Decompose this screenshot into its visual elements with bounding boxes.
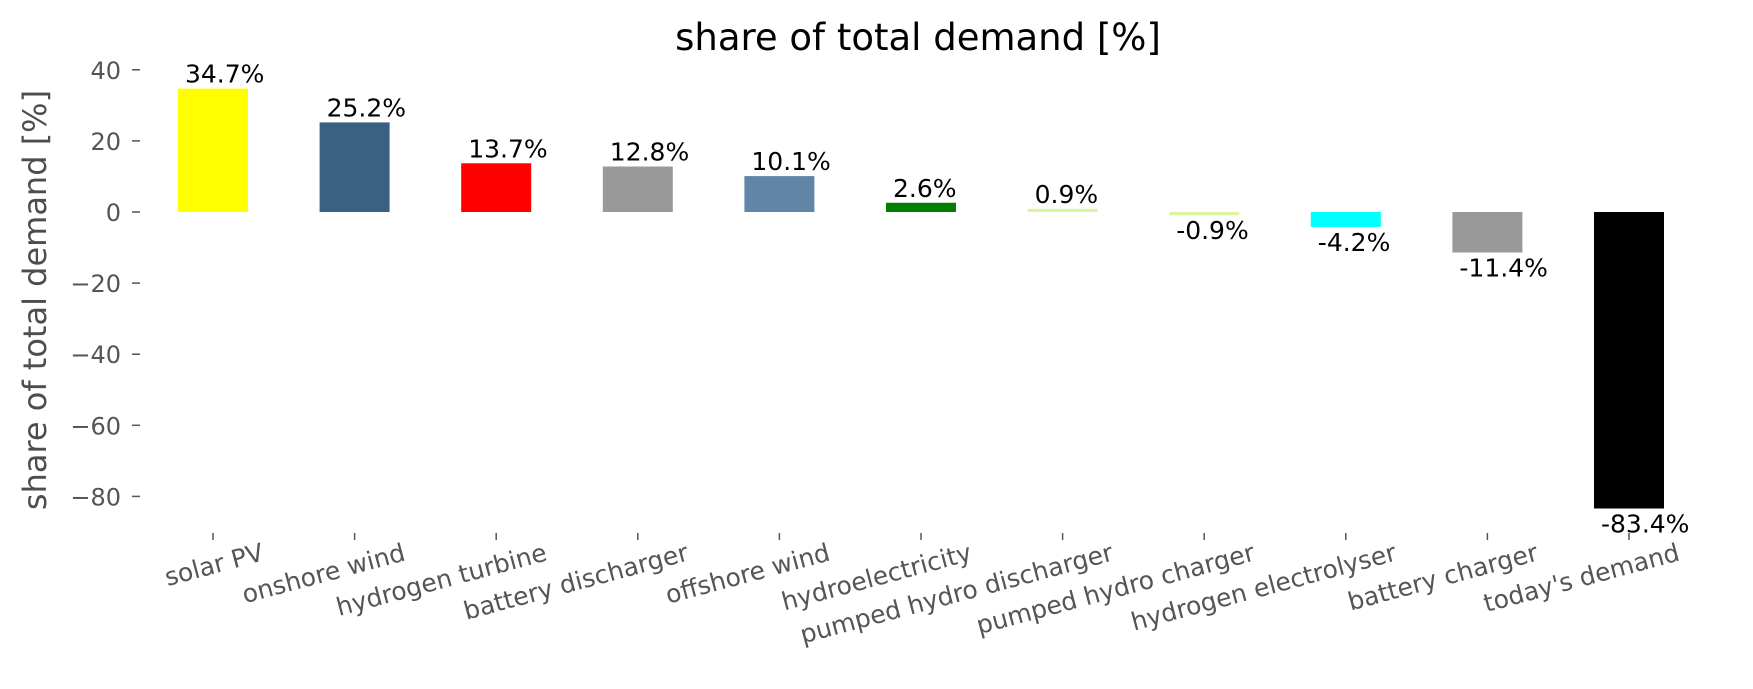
bar xyxy=(886,202,956,212)
data-label: 12.8% xyxy=(610,137,689,166)
data-label: -0.9% xyxy=(1176,216,1249,245)
data-label: 34.7% xyxy=(185,60,264,89)
data-label: 13.7% xyxy=(468,134,547,163)
data-label: -11.4% xyxy=(1459,254,1547,283)
bar xyxy=(319,122,390,212)
chart-title: share of total demand [%] xyxy=(675,16,1161,59)
bar xyxy=(602,166,673,212)
bar xyxy=(178,88,248,212)
y-axis-label: share of total demand [%] xyxy=(16,90,54,510)
y-tick-label: −60 xyxy=(70,412,121,440)
bar xyxy=(1452,212,1523,253)
y-tick-label: 0 xyxy=(106,199,121,227)
bars-group xyxy=(178,88,1664,509)
bar xyxy=(1027,208,1098,212)
data-label: 0.9% xyxy=(1035,180,1099,209)
bar xyxy=(1169,212,1240,216)
bar xyxy=(1310,212,1381,227)
y-tick-label: 20 xyxy=(90,128,121,156)
data-label: 25.2% xyxy=(327,93,406,122)
data-label: -4.2% xyxy=(1318,228,1391,257)
y-tick-label: −40 xyxy=(70,341,121,369)
y-axis-ticks: 40 20 0 −20 −40 −60 −80 xyxy=(70,57,140,511)
y-tick-label: −20 xyxy=(70,270,121,298)
y-tick-label: −80 xyxy=(70,483,121,511)
y-tick-label: 40 xyxy=(90,57,121,85)
data-labels-group: 34.7% 25.2% 13.7% 12.8% 10.1% 2.6% 0.9% -0.9% -4… xyxy=(185,60,1689,539)
data-label: 2.6% xyxy=(893,174,957,203)
bar xyxy=(461,163,532,212)
data-label: 10.1% xyxy=(751,147,830,176)
data-label: -83.4% xyxy=(1601,509,1689,538)
bar xyxy=(744,176,815,212)
bar xyxy=(1594,212,1664,509)
